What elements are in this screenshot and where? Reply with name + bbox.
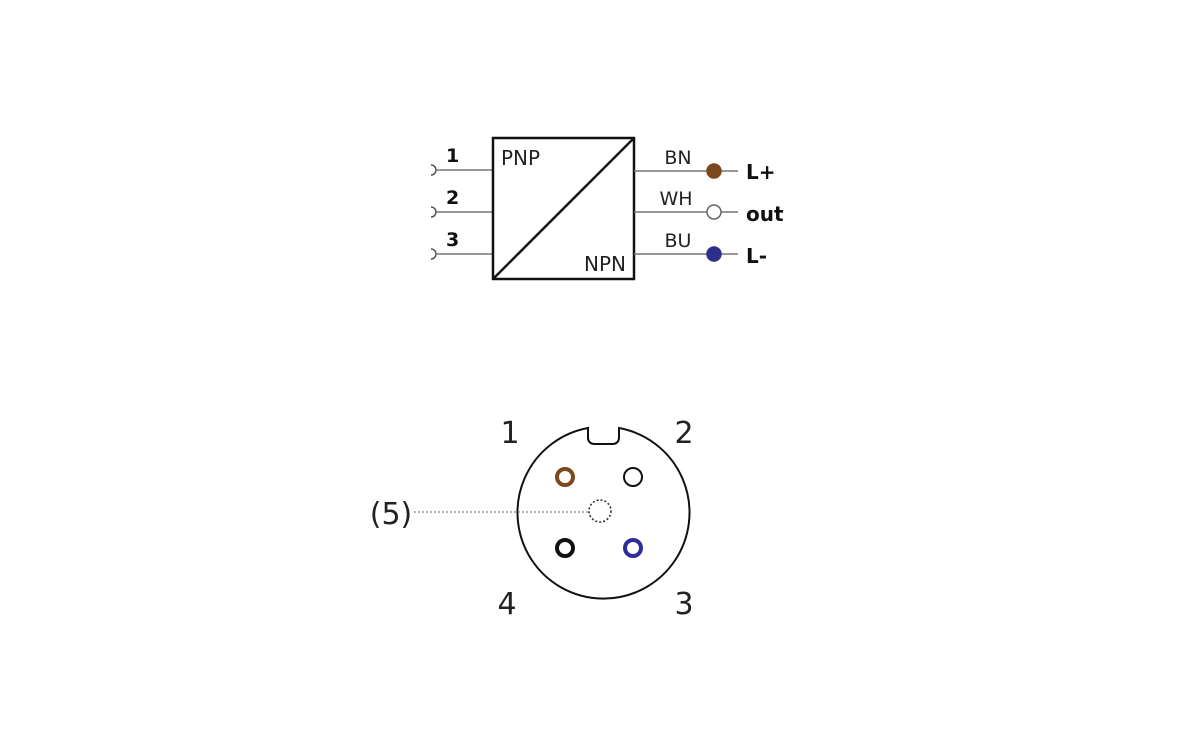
wire-code-bn: BN — [664, 147, 691, 169]
socket-arc-icon — [430, 206, 437, 218]
pin1-brown-icon — [555, 467, 575, 487]
white-terminal-icon — [706, 204, 722, 220]
input-pin-1: 1 — [430, 145, 493, 176]
connector-outline — [516, 426, 691, 600]
npn-label: NPN — [584, 252, 626, 276]
pin5-label: (5) — [370, 497, 413, 532]
input-pin-3: 3 — [430, 229, 493, 260]
brown-terminal-icon — [706, 163, 722, 179]
socket-arc-icon — [430, 248, 437, 260]
wire-code-wh: WH — [659, 188, 692, 210]
wiring-diagram: 1 2 3 PNP NPN BN L+ WH — [430, 136, 784, 281]
switch-box: PNP NPN — [491, 136, 636, 281]
pin4-label: 4 — [497, 587, 516, 622]
connector-diagram: 1 2 3 4 (5) — [370, 416, 694, 622]
input-pin-2-label: 2 — [446, 187, 459, 209]
input-pin-3-label: 3 — [446, 229, 459, 251]
pin5-optional-icon — [588, 499, 612, 523]
input-pin-2: 2 — [430, 187, 493, 218]
output-wh: WH out — [634, 188, 784, 226]
pnp-label: PNP — [501, 146, 540, 170]
pin2-white-icon — [623, 467, 643, 487]
pin4-black-icon — [555, 538, 575, 558]
wire-code-bu: BU — [665, 230, 692, 252]
pin2-label: 2 — [674, 416, 693, 451]
signal-l-plus: L+ — [746, 160, 776, 184]
signal-l-minus: L- — [746, 244, 767, 268]
pin1-label: 1 — [500, 416, 519, 451]
output-bu: BU L- — [634, 230, 767, 268]
socket-arc-icon — [430, 164, 437, 176]
pin3-label: 3 — [674, 587, 693, 622]
signal-out: out — [746, 202, 784, 226]
output-bn: BN L+ — [634, 147, 776, 184]
blue-terminal-icon — [706, 246, 722, 262]
input-pin-1-label: 1 — [446, 145, 459, 167]
pin3-blue-icon — [623, 538, 643, 558]
diagonal-divider — [492, 137, 635, 280]
